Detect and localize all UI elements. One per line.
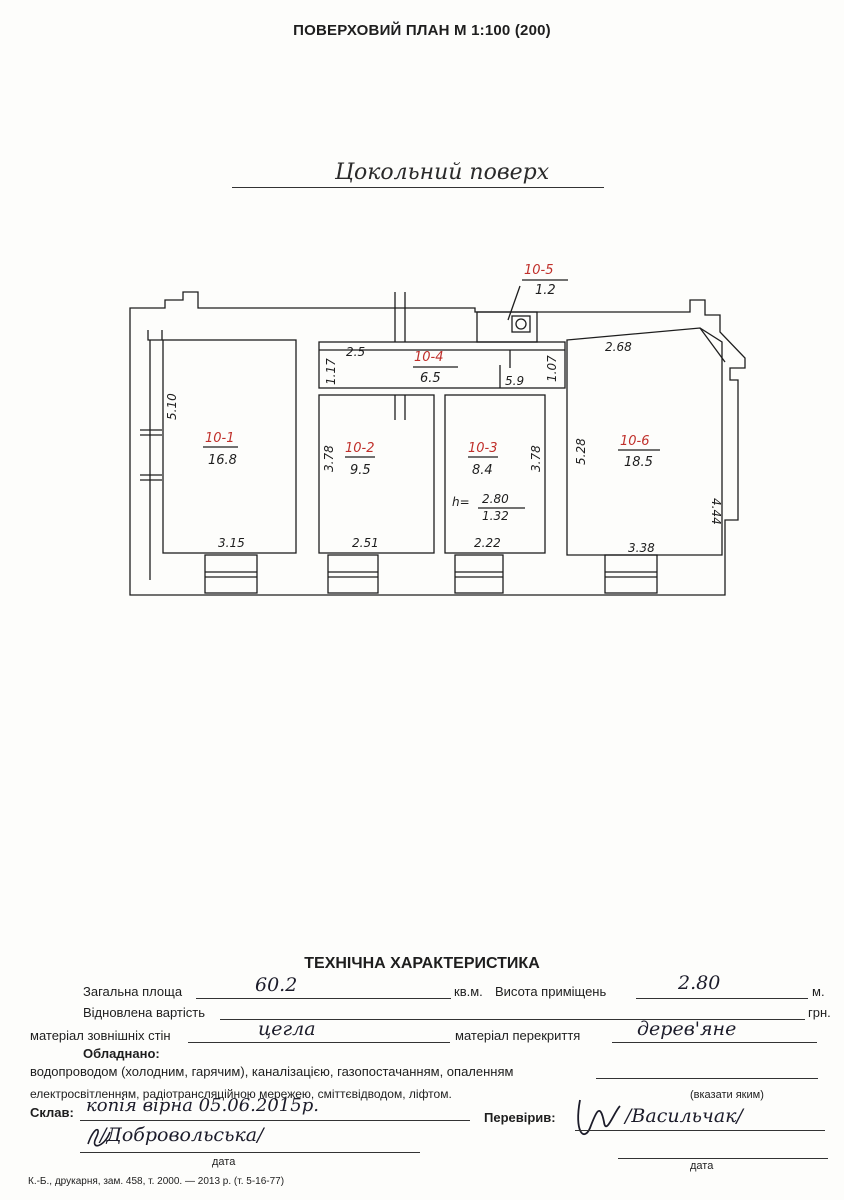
height-prefix: h=: [452, 495, 470, 509]
date-label-2: дата: [690, 1160, 714, 1172]
checked-hand: /Васильчак/: [625, 1105, 743, 1127]
dim-10-4-left: 1.17: [324, 358, 338, 385]
equipped-label: Обладнано:: [83, 1046, 160, 1061]
height-bottom: 1.32: [482, 509, 509, 523]
dim-10-2-side: 3.78: [322, 445, 336, 472]
room-id-10-6: 10-6: [620, 434, 650, 449]
room-area-10-6: 18.5: [624, 455, 653, 470]
page-title: ПОВЕРХОВИЙ ПЛАН М 1:100 (200): [293, 22, 551, 39]
room-area-10-5: 1.2: [535, 283, 556, 298]
walls-label: матеріал зовнішніх стін: [30, 1028, 171, 1043]
room-id-10-3: 10-3: [468, 441, 498, 456]
cost-label: Відновлена вартість: [83, 1005, 206, 1020]
compiled-hand-1: копія вірна 05.06.2015р.: [86, 1095, 319, 1116]
room-area-10-2: 9.5: [350, 463, 371, 478]
dim-10-1-bottom: 3.15: [218, 536, 245, 550]
height-label: Висота приміщень: [495, 984, 607, 999]
floor-underline: [232, 187, 604, 188]
tech-title: ТЕХНІЧНА ХАРАКТЕРИСТИКА: [304, 955, 540, 972]
equipped-line2: електросвітленням, радіотрансляційною ме…: [30, 1087, 452, 1101]
dim-10-4-side: 1.07: [545, 355, 559, 382]
compiled-label: Склав:: [30, 1105, 74, 1120]
dim-10-2-bottom: 2.51: [352, 536, 379, 550]
checked-label: Перевірив:: [484, 1110, 556, 1125]
floor-cover-value: дерев'яне: [637, 1018, 737, 1040]
specify-note: (вказати яким): [690, 1089, 764, 1101]
dim-10-6-right: 4.44: [709, 498, 723, 525]
dim-10-1-side: 5.10: [165, 393, 179, 420]
room-id-10-1: 10-1: [205, 431, 235, 446]
signature-compiled-icon: [87, 1128, 111, 1147]
room-id-10-5: 10-5: [524, 263, 554, 278]
room-area-10-3: 8.4: [472, 463, 493, 478]
cost-unit: грн.: [808, 1005, 831, 1020]
dim-10-4-top: 2.5: [346, 345, 365, 359]
dim-10-4-right: 5.9: [505, 374, 524, 388]
signature-checked-icon: [577, 1099, 621, 1135]
dim-10-6-left: 5.28: [574, 438, 588, 465]
walls-value: цегла: [258, 1018, 316, 1040]
dim-10-3-bottom: 2.22: [474, 536, 501, 550]
dim-10-3-side: 3.78: [529, 445, 543, 472]
floor-label: Цокольний поверх: [334, 160, 550, 185]
floor-plan: 10-1 16.8 5.10 3.15 10-2 9.5 3.78 2.51 1…: [129, 263, 746, 596]
height-top: 2.80: [482, 492, 509, 506]
height-unit: м.: [812, 984, 825, 999]
room-id-10-2: 10-2: [345, 441, 375, 456]
floor-cover-label: матеріал перекриття: [455, 1028, 581, 1043]
height-value: 2.80: [678, 972, 721, 994]
room-area-10-4: 6.5: [420, 371, 441, 386]
room-id-10-4: 10-4: [414, 350, 444, 365]
area-unit: кв.м.: [454, 984, 483, 999]
date-label-1: дата: [212, 1156, 236, 1168]
total-area-value: 60.2: [255, 974, 298, 996]
equipped-line1: водопроводом (холодним, гарячим), каналі…: [30, 1064, 514, 1079]
print-footer: К.-Б., друкарня, зам. 458, т. 2000. — 20…: [28, 1176, 285, 1187]
room-area-10-1: 16.8: [208, 453, 237, 468]
dim-10-6-bottom: 3.38: [628, 541, 655, 555]
total-area-label: Загальна площа: [83, 984, 183, 999]
compiled-hand-2: /Добровольська/: [100, 1124, 264, 1146]
dim-10-6-top: 2.68: [605, 340, 632, 354]
